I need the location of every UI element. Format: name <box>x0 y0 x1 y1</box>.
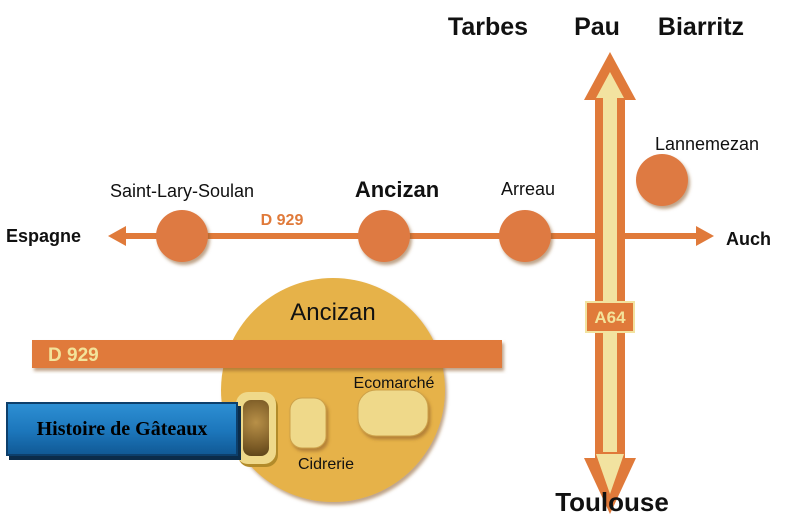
arrow-right-icon <box>696 226 714 246</box>
shop-sign-label: Histoire de Gâteaux <box>36 417 208 440</box>
inset-title: Ancizan <box>290 299 375 326</box>
town-label-saint-lary: Saint-Lary-Soulan <box>110 181 254 201</box>
road-label-d929: D 929 <box>261 212 304 229</box>
a64-badge <box>585 301 635 333</box>
cidrerie-building <box>289 397 327 449</box>
a64-label: A64 <box>594 308 626 327</box>
town-marker-arreau <box>499 210 551 262</box>
town-label-ancizan: Ancizan <box>355 177 439 202</box>
ecomarche-building <box>357 389 429 437</box>
destination-auch: Auch <box>726 229 771 249</box>
histoire-de-gateaux-building <box>236 392 276 464</box>
inset-road-label: D 929 <box>48 345 99 366</box>
ecomarche-label: Ecomarché <box>354 375 435 392</box>
destination-tarbes: Tarbes <box>448 13 528 41</box>
road-a64: A64 <box>584 52 636 514</box>
pastry-icon <box>243 400 269 456</box>
town-label-arreau: Arreau <box>501 179 555 199</box>
destination-biarritz: Biarritz <box>658 13 744 41</box>
town-marker-ancizan <box>358 210 410 262</box>
destination-espagne: Espagne <box>6 226 81 246</box>
destination-pau: Pau <box>574 13 620 41</box>
inset-road-d929 <box>32 340 502 368</box>
cidrerie-label: Cidrerie <box>298 456 354 473</box>
town-marker-lannemezan <box>636 154 688 206</box>
town-label-lannemezan: Lannemezan <box>655 134 759 154</box>
arrow-left-icon <box>108 226 126 246</box>
shop-sign: Histoire de Gâteaux <box>6 402 238 456</box>
destination-toulouse: Toulouse <box>555 487 669 517</box>
town-marker-saint-lary <box>156 210 208 262</box>
inset-village-area <box>221 278 445 502</box>
